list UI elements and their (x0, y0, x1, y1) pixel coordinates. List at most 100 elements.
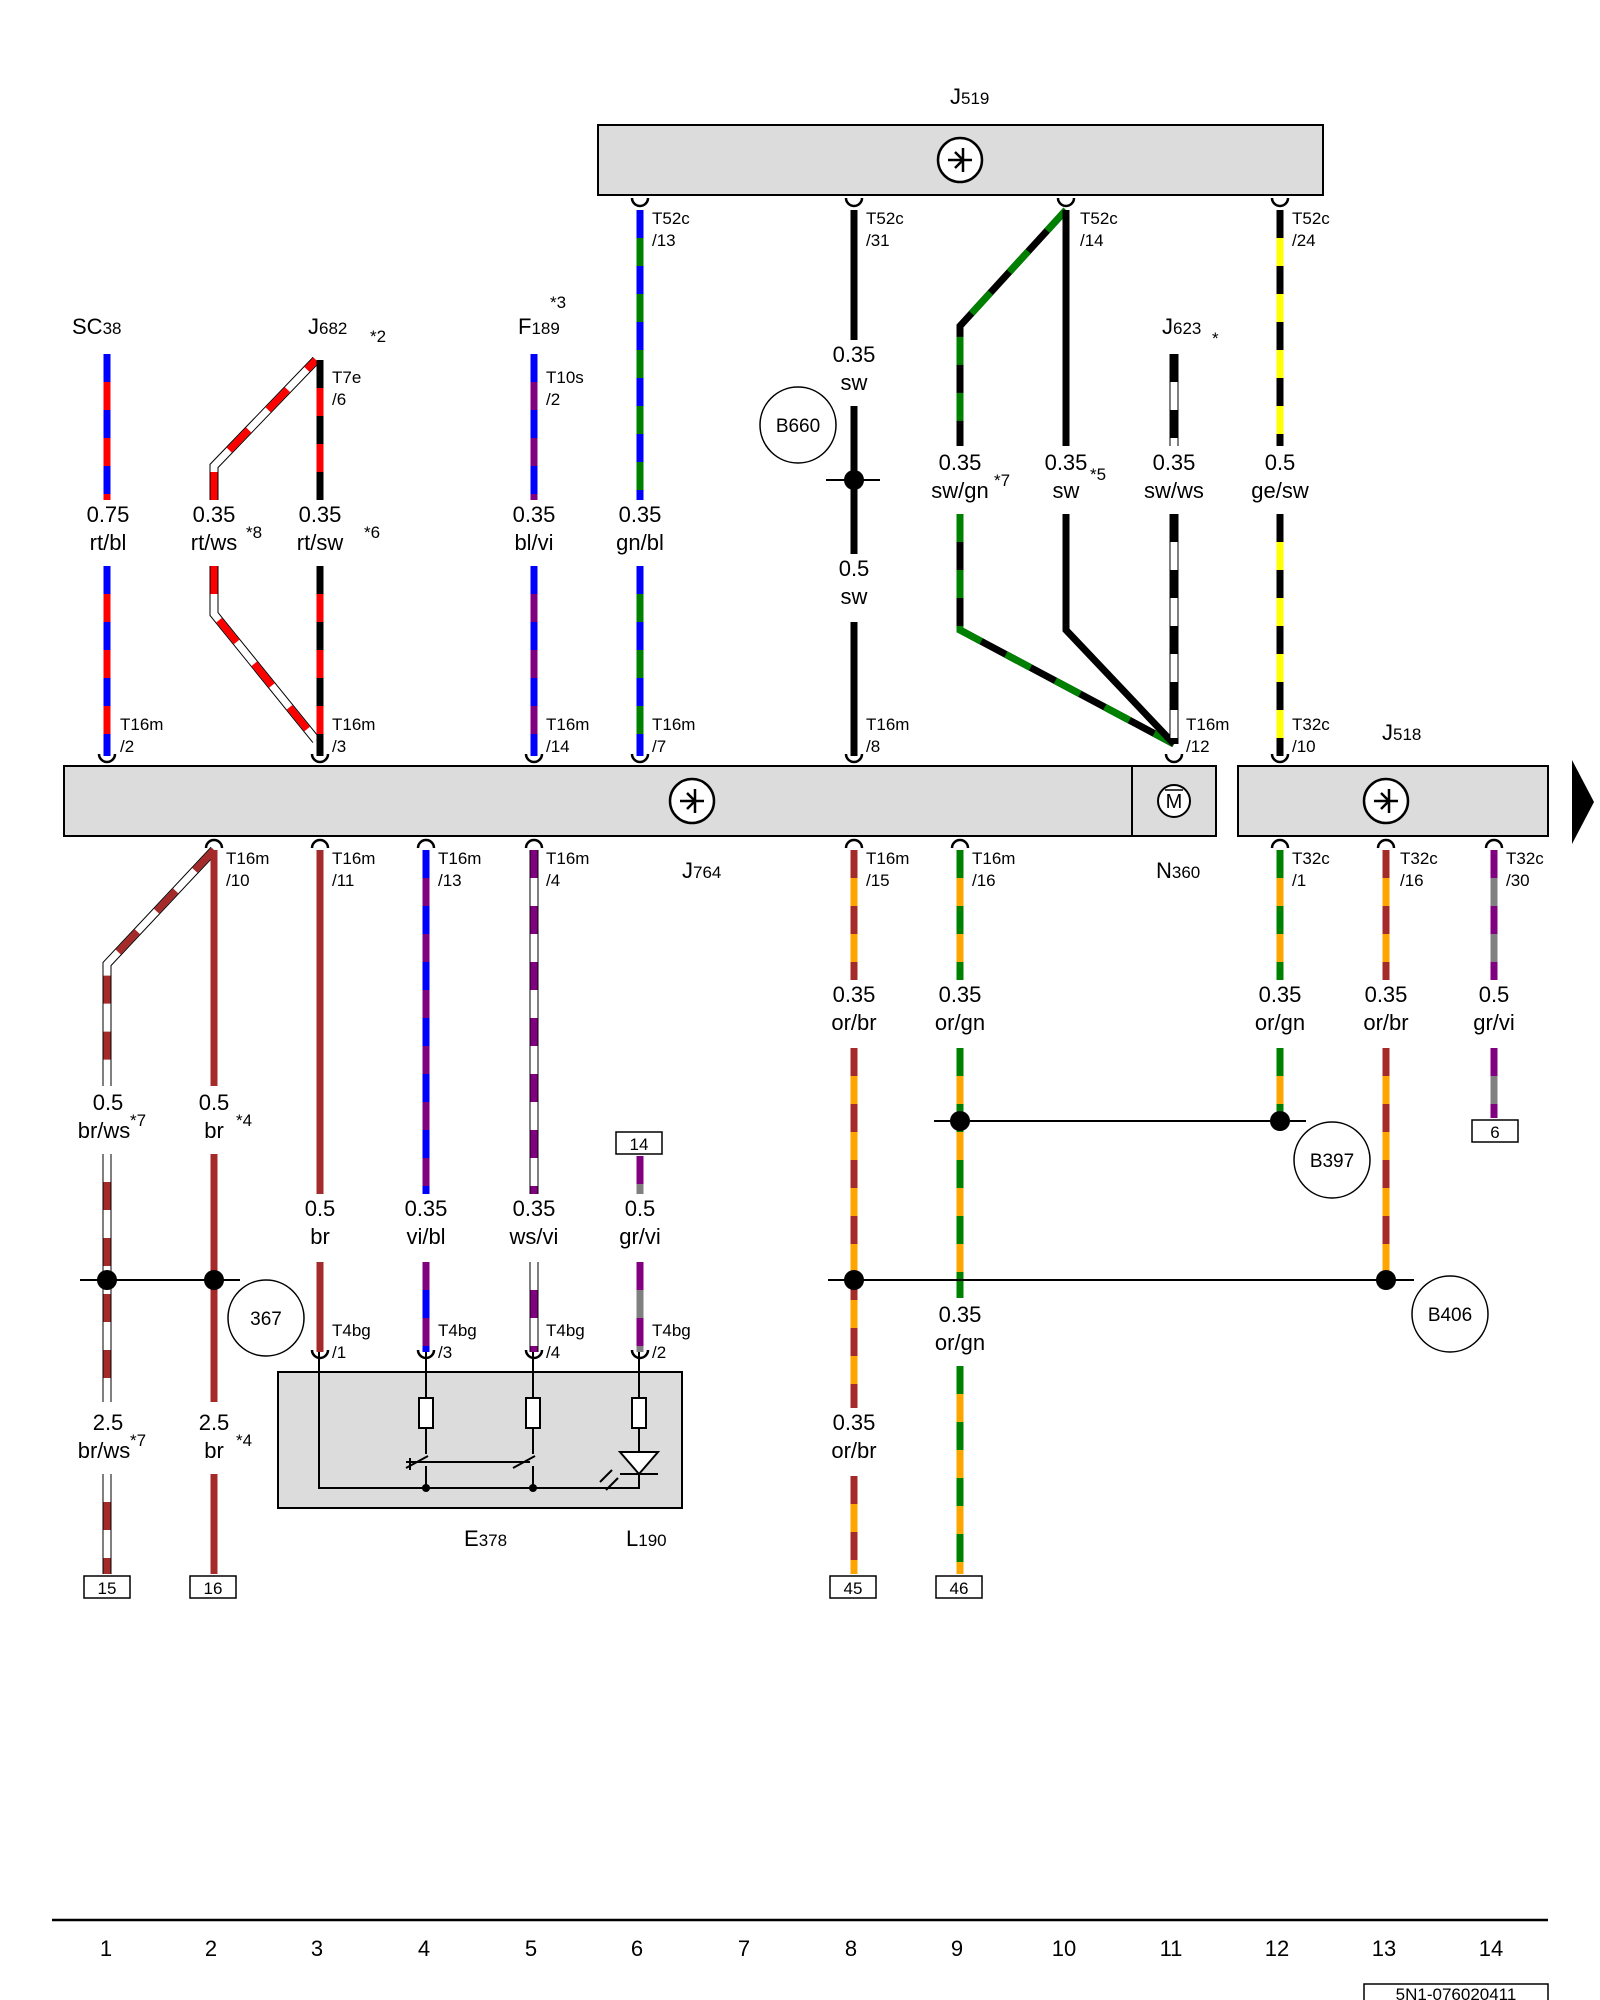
connector-label: T16m/3 (332, 715, 375, 756)
connector-label: T16m/2 (120, 715, 163, 756)
connector-label: T32c/1 (1292, 849, 1330, 890)
motor-icon: M (1157, 784, 1191, 818)
wire-color-code: or/br (831, 1438, 876, 1463)
wire-gauge: 0.35 (405, 1196, 448, 1221)
wire-color-code: or/br (831, 1010, 876, 1035)
connector-label: T16m/7 (652, 715, 695, 756)
star-j682: *2 (370, 327, 386, 346)
junction-dot (844, 1270, 864, 1290)
wire-color-code: vi/bl (406, 1224, 445, 1249)
wire-color-code: sw (841, 370, 868, 395)
connector-pin-icon (1164, 753, 1184, 764)
wire-color-code: sw/gn (931, 478, 988, 503)
connector-pin-icon (524, 838, 544, 849)
connector-pin-icon (310, 838, 330, 849)
wire-gauge: 0.5 (1479, 982, 1510, 1007)
wire-color-code: sw (841, 584, 868, 609)
continuation-arrow-icon (1572, 760, 1594, 844)
connector-label: T16m/14 (546, 715, 589, 756)
wire (103, 847, 217, 1086)
wire (1062, 514, 1177, 747)
reference-boxes: 14 6 15 16 45 46 (83, 1119, 1519, 1599)
connector-pin-icon (844, 838, 864, 849)
connector-pin-icon (1270, 838, 1290, 849)
column-number: 6 (631, 1936, 643, 1961)
control-unit-icon (668, 777, 716, 825)
wire-color-code: bl/vi (514, 530, 553, 555)
wire-gauge: 0.5 (1265, 450, 1296, 475)
column-number: 5 (525, 1936, 537, 1961)
wires-layer (97, 197, 1504, 1574)
wire-gauge: 0.35 (833, 1410, 876, 1435)
connector-pin-icon (1376, 838, 1396, 849)
junction-dot (97, 1270, 117, 1290)
column-numbers: 1 2 3 4 5 6 7 8 9 10 11 12 13 14 (100, 1936, 1503, 1961)
wire-color-code: rt/ws (191, 530, 237, 555)
column-number: 14 (1479, 1936, 1503, 1961)
wire-gauge: 0.35 (833, 982, 876, 1007)
wire (210, 566, 319, 743)
connector-pin-icon (630, 753, 650, 764)
wire-color-code: gn/bl (616, 530, 664, 555)
wire-gauge: 0.5 (839, 556, 870, 581)
wire-color-code: sw/ws (1144, 478, 1204, 503)
connector-pin-icon (1484, 838, 1504, 849)
wire-gauge: 0.35 (1259, 982, 1302, 1007)
wire-star: *4 (236, 1431, 252, 1450)
wire-color-code: rt/bl (90, 530, 127, 555)
connector-label: T52c/31 (866, 209, 904, 250)
connector-pin-icon (524, 753, 544, 764)
column-number: 9 (951, 1936, 963, 1961)
wire-labels: 0.75 rt/bl 0.35 rt/ws *8 0.35 rt/sw *6 0… (78, 342, 1515, 1463)
connector-label: T4bg/3 (438, 1321, 477, 1362)
column-number: 3 (311, 1936, 323, 1961)
connector-label: T16m/10 (226, 849, 269, 890)
label-j518: J518 (1382, 720, 1421, 745)
wire-star: *7 (130, 1111, 146, 1130)
connector-label: T32c/10 (1292, 715, 1330, 756)
column-number: 12 (1265, 1936, 1289, 1961)
svg-text:B406: B406 (1428, 1305, 1472, 1326)
junction-dot (1376, 1270, 1396, 1290)
junction-lines (80, 479, 1414, 1281)
junction-dot (422, 1484, 430, 1492)
connector-label: T16m/16 (972, 849, 1015, 890)
svg-text:16: 16 (204, 1579, 223, 1598)
wire-color-code: gr/vi (1473, 1010, 1515, 1035)
wire-gauge: 0.35 (299, 502, 342, 527)
wire-stripe (210, 566, 319, 743)
wire-outline (209, 356, 320, 500)
connector-pin-icon (950, 838, 970, 849)
connector-labels: T52c/13 T52c/31 T52c/14 T52c/24 T7e/6 T1… (120, 209, 1544, 1362)
label-j682: J682 (308, 314, 347, 339)
connector-label: T52c/14 (1080, 209, 1118, 250)
ref-circle-b660: B660 (759, 386, 837, 464)
junction-dot (950, 1111, 970, 1131)
wire-outline (209, 566, 320, 743)
wire-star: *7 (994, 471, 1010, 490)
junction-dot (204, 1270, 224, 1290)
wire-star: *5 (1090, 465, 1106, 484)
label-j764: J764 (682, 858, 721, 883)
connector-label: T32c/16 (1400, 849, 1438, 890)
svg-text:M: M (1166, 791, 1183, 813)
wire-gauge: 2.5 (93, 1410, 124, 1435)
wire-color-code: or/gn (935, 1010, 985, 1035)
wire-gauge: 0.35 (939, 450, 982, 475)
wire-stripe (103, 847, 217, 1086)
connector-label: T52c/24 (1292, 209, 1330, 250)
wire-gauge: 0.5 (625, 1196, 656, 1221)
wire-color-code: br (204, 1118, 224, 1143)
wire-color-code: br (204, 1438, 224, 1463)
reference-box: 14 (615, 1131, 663, 1155)
e378-internal-circuit (318, 1352, 661, 1491)
reference-box: 6 (1471, 1119, 1519, 1143)
wire (956, 207, 1069, 446)
reference-box: 46 (935, 1575, 983, 1599)
wire-gauge: 2.5 (199, 1410, 230, 1435)
wire-outline (102, 846, 218, 1086)
label-j519: J519 (950, 84, 989, 109)
wire-star: *7 (130, 1431, 146, 1450)
wire-color-code: sw (1053, 478, 1080, 503)
